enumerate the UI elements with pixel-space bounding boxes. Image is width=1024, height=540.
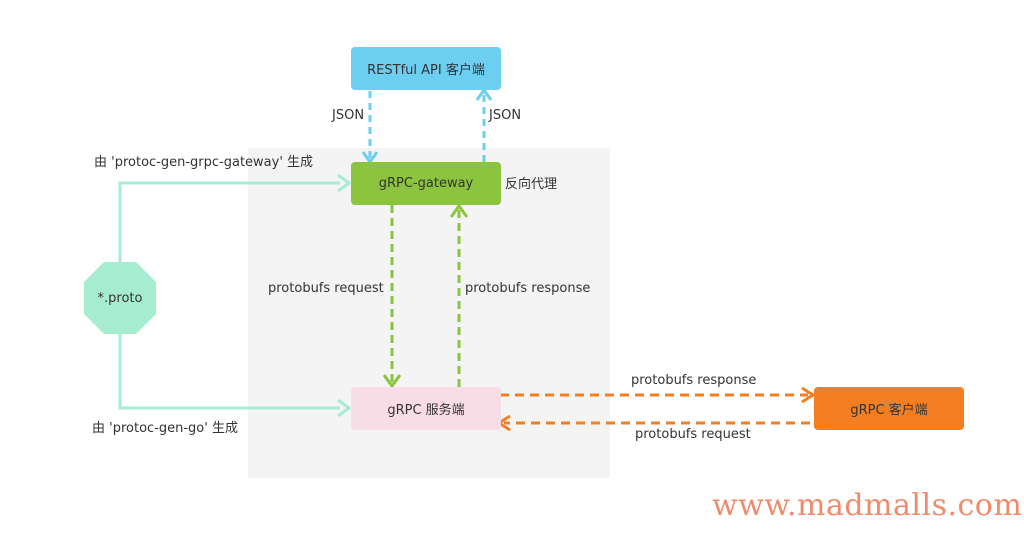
proto-octagon <box>84 262 156 334</box>
grpc-gateway-node: gRPC-gateway <box>351 162 501 205</box>
gen-gateway-arrowhead <box>337 173 352 193</box>
protobufs-response-client-label: protobufs response <box>631 373 757 388</box>
gen-go-annotation: 由 'protoc-gen-go' 生成 <box>92 421 238 436</box>
protobufs-response-gateway-label: protobufs response <box>465 281 591 296</box>
json-request-label: JSON <box>332 108 365 123</box>
gen-gateway-annotation: 由 'protoc-gen-grpc-gateway' 生成 <box>94 155 314 170</box>
gen-go-line <box>118 334 340 410</box>
grpc-server-label: gRPC 服务端 <box>387 403 465 418</box>
protobufs-response-arrowhead <box>449 203 469 218</box>
grpc-server-node: gRPC 服务端 <box>351 387 501 430</box>
proto-file-label: *.proto <box>97 290 143 306</box>
grpc-client-node: gRPC 客户端 <box>814 387 964 430</box>
reverse-proxy-annotation: 反向代理 <box>505 177 558 192</box>
client-response-arrowhead <box>801 386 816 404</box>
grpc-client-label: gRPC 客户端 <box>850 403 928 418</box>
restful-api-client-node: RESTful API 客户端 <box>351 47 501 90</box>
gen-gateway-line <box>118 181 340 262</box>
json-response-label: JSON <box>489 108 522 123</box>
protobufs-request-arrowhead <box>382 374 402 389</box>
watermark-text: www.madmalls.com <box>712 488 1023 523</box>
json-response-arrowhead <box>475 87 493 101</box>
restful-api-client-label: RESTful API 客户端 <box>367 63 485 78</box>
protobufs-request-client-label: protobufs request <box>635 427 751 442</box>
gen-go-arrowhead <box>337 398 352 418</box>
grpc-gateway-label: gRPC-gateway <box>378 176 474 191</box>
proto-file-node: *.proto <box>84 262 156 334</box>
protobufs-request-gateway-label: protobufs request <box>268 281 384 296</box>
